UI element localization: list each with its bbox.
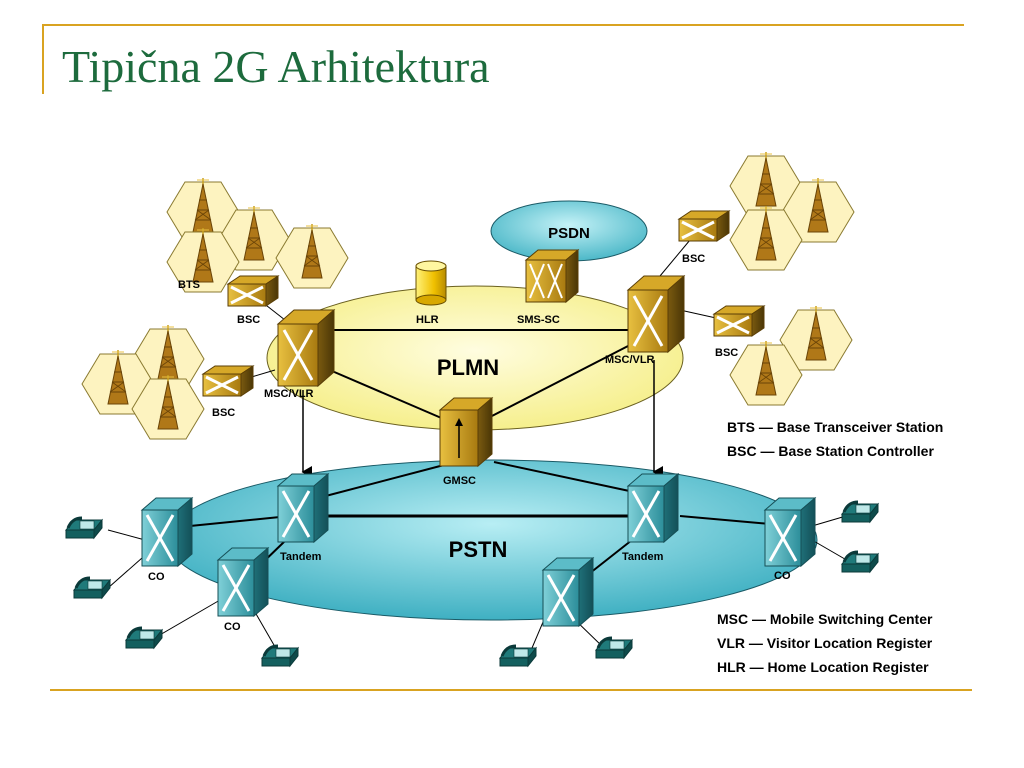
msc-vlr-right-icon <box>626 274 686 354</box>
telephone-icon <box>840 550 880 574</box>
legend-bottom: MSC — Mobile Switching Center VLR — Visi… <box>717 607 932 679</box>
legend-top: BTS — Base Transceiver Station BSC — Bas… <box>727 415 943 463</box>
telephone-icon <box>124 626 164 650</box>
bsc-label: BSC <box>715 347 738 359</box>
tandem-label: Tandem <box>280 551 322 563</box>
plmn-label: PLMN <box>437 355 499 380</box>
link-msc-right-bsc-right <box>679 309 717 319</box>
bts-cell-icon <box>275 223 349 289</box>
hlr-label: HLR <box>416 314 439 326</box>
legend-item: VLR — Visitor Location Register <box>717 635 933 651</box>
tandem-right-icon <box>626 472 680 544</box>
telephone-icon <box>840 500 880 524</box>
hlr-database-icon <box>415 260 447 306</box>
link-msc-left-gmsc <box>324 367 447 421</box>
gmsc-icon <box>438 396 494 468</box>
page-title: Tipična 2G Arhitektura <box>62 41 490 92</box>
msc-vlr-left-icon <box>276 308 336 388</box>
bsc-icon <box>226 274 280 308</box>
msc-vlr-label: MSC/VLR <box>605 354 655 366</box>
telephone-icon <box>498 644 538 668</box>
legend-item: HLR — Home Location Register <box>717 659 929 675</box>
co-bottom-right-icon <box>541 556 595 628</box>
psdn-label: PSDN <box>548 225 590 242</box>
sms-sc-icon <box>524 248 580 304</box>
telephone-icon <box>72 576 112 600</box>
legend-item: MSC — Mobile Switching Center <box>717 611 933 627</box>
left-rule <box>42 24 44 94</box>
co-label: CO <box>224 621 241 633</box>
co-label: CO <box>774 570 791 582</box>
telephone-icon <box>594 636 634 660</box>
bsc-label: BSC <box>237 314 260 326</box>
bsc-icon <box>712 304 766 338</box>
telephone-icon <box>64 516 104 540</box>
msc-vlr-label: MSC/VLR <box>264 388 314 400</box>
gmsc-label: GMSC <box>443 475 476 487</box>
bts-label: BTS <box>178 279 200 291</box>
bsc-icon <box>201 364 255 398</box>
top-rule <box>42 24 964 26</box>
bsc-label: BSC <box>682 253 705 265</box>
bottom-rule <box>50 689 972 691</box>
legend-item: BSC — Base Station Controller <box>727 443 934 459</box>
co-left-icon <box>140 496 194 568</box>
bsc-label: BSC <box>212 407 235 419</box>
bsc-icon <box>677 209 731 243</box>
link-tandem-right-co-right <box>679 515 771 525</box>
co-label: CO <box>148 571 165 583</box>
pstn-label: PSTN <box>449 537 508 562</box>
co-bottom-icon <box>216 546 270 618</box>
tandem-label: Tandem <box>622 551 664 563</box>
link-msc-right-gmsc <box>487 344 631 419</box>
link-tandem-left-gmsc <box>317 464 445 499</box>
link-msc-right-bsc-top <box>659 239 691 277</box>
co-right-icon <box>763 496 817 568</box>
telephone-icon <box>260 644 300 668</box>
sms-sc-label: SMS-SC <box>517 314 560 326</box>
link-gmsc-tandem-right <box>493 461 635 493</box>
legend-item: BTS — Base Transceiver Station <box>727 419 944 435</box>
tandem-left-icon <box>276 472 330 544</box>
link-co-left-tandem <box>179 516 281 528</box>
